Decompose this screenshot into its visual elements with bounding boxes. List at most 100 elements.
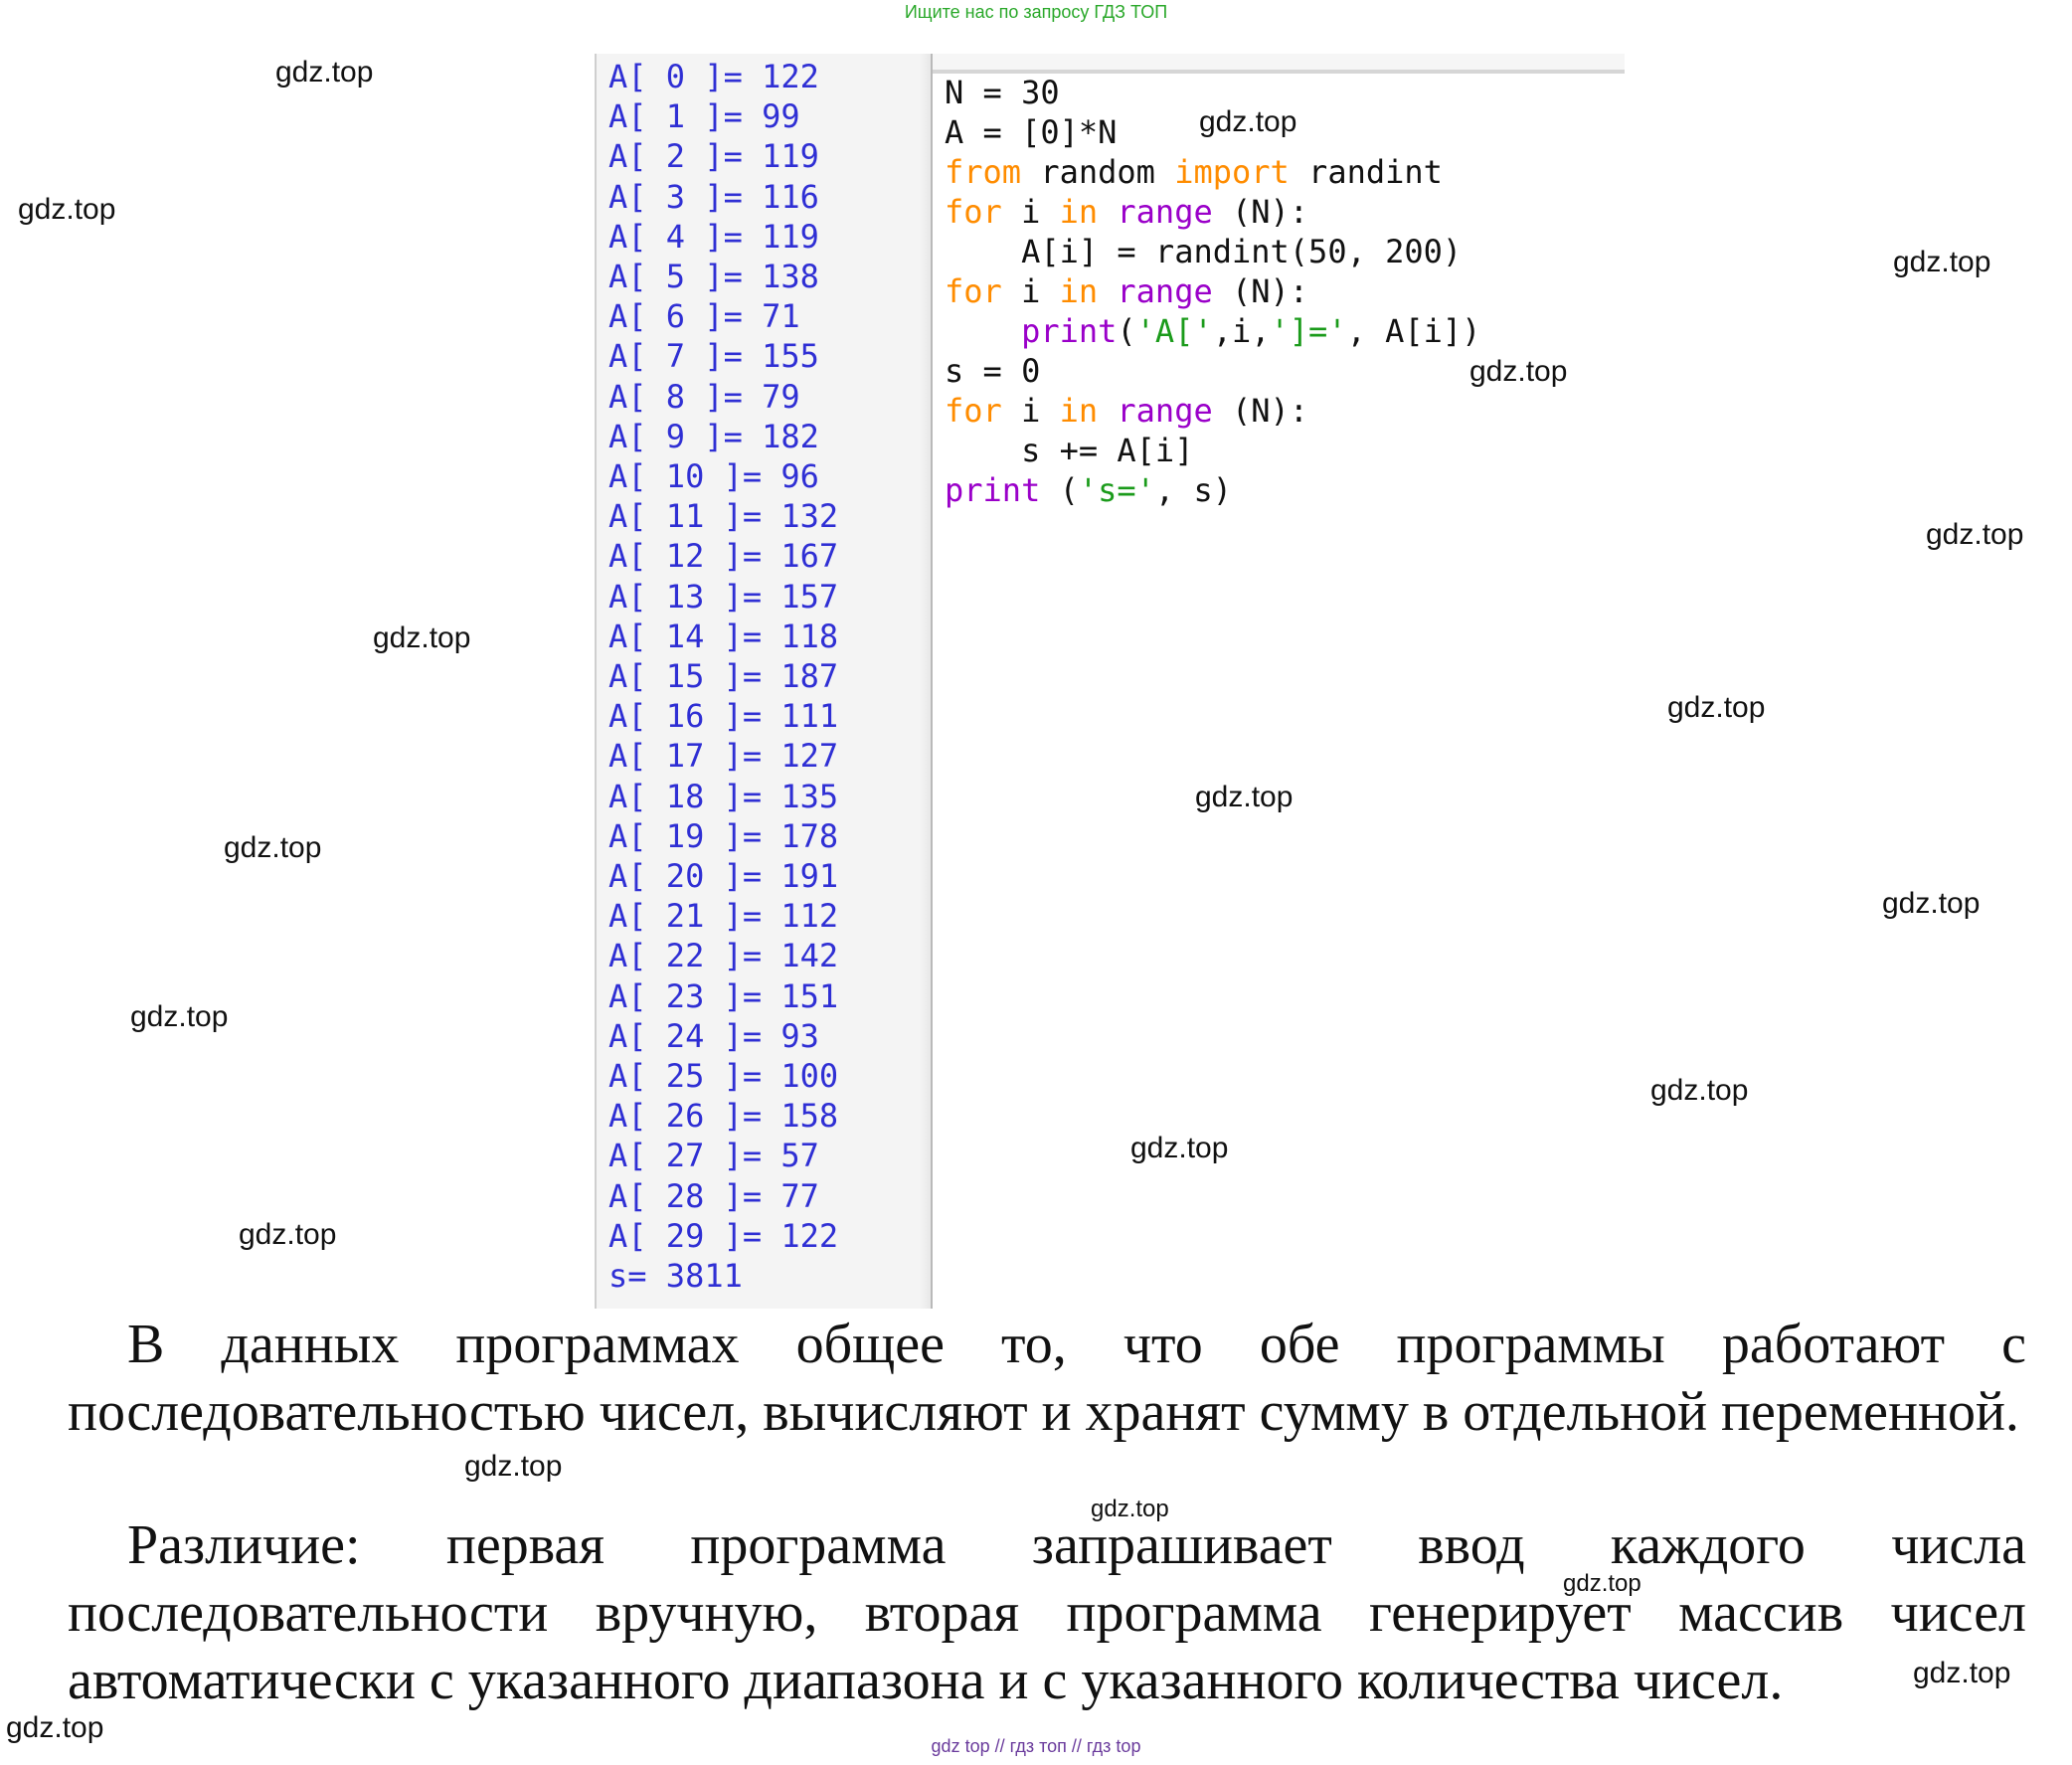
loop-rest: (N): xyxy=(1212,392,1309,430)
editor-menu-strip xyxy=(933,54,1625,74)
code-line-7: print('A[',i,']=', A[i]) xyxy=(945,312,1480,350)
watermark: gdz.top xyxy=(1195,781,1294,813)
builtin-print: print xyxy=(1021,312,1118,350)
code-line-3: from random import randint xyxy=(945,153,1443,191)
code-line-1: N = 30 xyxy=(945,74,1060,111)
punct: ( xyxy=(1117,312,1136,350)
output-line: A[ 29 ]= 122 xyxy=(608,1216,839,1255)
watermark: gdz.top xyxy=(130,1000,229,1033)
output-line: A[ 20 ]= 191 xyxy=(608,857,839,895)
footer-links[interactable]: gdz top // гдз топ // гдз top xyxy=(931,1736,1141,1756)
output-line: A[ 19 ]= 178 xyxy=(608,816,839,855)
watermark: gdz.top xyxy=(275,56,374,88)
code-line-11: print ('s=', s) xyxy=(945,471,1232,509)
space xyxy=(1098,193,1117,231)
space xyxy=(1098,272,1117,310)
code-editor-panel: N = 30 A = [0]*N from random import rand… xyxy=(931,54,1625,1309)
code-line-2: A = [0]*N xyxy=(945,113,1118,151)
keyword-in: in xyxy=(1059,392,1099,430)
output-line: A[ 5 ]= 138 xyxy=(608,258,819,295)
builtin-range: range xyxy=(1117,272,1213,310)
punct: , s) xyxy=(1154,471,1232,509)
output-line: A[ 0 ]= 122 xyxy=(608,58,819,95)
output-line: A[ 13 ]= 157 xyxy=(608,577,839,616)
watermark: gdz.top xyxy=(1469,355,1568,388)
keyword-in: in xyxy=(1059,272,1099,310)
output-line: A[ 9 ]= 182 xyxy=(608,417,819,455)
output-line: A[ 27 ]= 57 xyxy=(608,1137,819,1175)
top-banner[interactable]: Ищите нас по запросу ГДЗ ТОП xyxy=(904,2,1168,22)
import-name: randint xyxy=(1289,153,1443,191)
string-literal: ']=' xyxy=(1270,312,1347,350)
output-line: A[ 14 ]= 118 xyxy=(608,617,839,655)
watermark: gdz.top xyxy=(1650,1074,1749,1107)
watermark: gdz.top xyxy=(1893,246,1991,278)
output-line: A[ 26 ]= 158 xyxy=(608,1097,839,1136)
module-name: random xyxy=(1021,153,1175,191)
keyword-for: for xyxy=(945,392,1002,430)
loop-rest: (N): xyxy=(1212,193,1309,231)
output-line: A[ 1 ]= 99 xyxy=(608,97,800,136)
watermark: gdz.top xyxy=(1199,105,1297,138)
watermark: gdz.top xyxy=(1091,1496,1169,1522)
output-line: A[ 22 ]= 142 xyxy=(608,937,839,975)
watermark: gdz.top xyxy=(224,831,322,864)
output-line: A[ 25 ]= 100 xyxy=(608,1057,839,1095)
output-line: A[ 18 ]= 135 xyxy=(608,777,839,815)
output-line: A[ 10 ]= 96 xyxy=(608,457,819,495)
watermark: gdz.top xyxy=(18,193,116,226)
keyword-from: from xyxy=(945,153,1022,191)
output-line: A[ 28 ]= 77 xyxy=(608,1176,819,1215)
output-line: A[ 8 ]= 79 xyxy=(608,377,800,416)
builtin-print: print xyxy=(945,471,1041,509)
indent xyxy=(945,312,1021,350)
loop-var: i xyxy=(1001,193,1060,231)
code-line-6: for i in range (N): xyxy=(945,272,1308,310)
punct: ( xyxy=(1040,471,1079,509)
output-line: A[ 2 ]= 119 xyxy=(608,137,819,176)
watermark: gdz.top xyxy=(1563,1570,1641,1597)
output-line: A[ 12 ]= 167 xyxy=(608,537,839,576)
builtin-range: range xyxy=(1117,193,1213,231)
output-line: A[ 23 ]= 151 xyxy=(608,976,839,1015)
watermark: gdz.top xyxy=(464,1450,563,1483)
output-line: A[ 24 ]= 93 xyxy=(608,1016,819,1055)
output-line: A[ 4 ]= 119 xyxy=(608,217,819,256)
output-line: s= 3811 xyxy=(608,1257,743,1295)
code-line-9: for i in range (N): xyxy=(945,392,1308,430)
string-literal: 's=' xyxy=(1078,471,1155,509)
output-line: A[ 17 ]= 127 xyxy=(608,737,839,776)
watermark: gdz.top xyxy=(1913,1657,2011,1689)
output-line: A[ 11 ]= 132 xyxy=(608,497,839,536)
watermark: gdz.top xyxy=(239,1218,337,1251)
loop-var: i xyxy=(1001,272,1060,310)
watermark: gdz.top xyxy=(1667,691,1766,724)
string-literal: 'A[' xyxy=(1135,312,1213,350)
code-line-8: s = 0 xyxy=(945,352,1041,390)
watermark: gdz.top xyxy=(1882,887,1981,920)
punct: ,i, xyxy=(1212,312,1271,350)
output-line: A[ 6 ]= 71 xyxy=(608,297,800,336)
punct: , A[i]) xyxy=(1346,312,1481,350)
code-line-5: A[i] = randint(50, 200) xyxy=(945,233,1463,270)
output-line: A[ 16 ]= 111 xyxy=(608,697,839,736)
output-line: A[ 3 ]= 116 xyxy=(608,177,819,216)
keyword-for: for xyxy=(945,193,1002,231)
output-line: A[ 7 ]= 155 xyxy=(608,337,819,376)
watermark: gdz.top xyxy=(6,1711,104,1744)
watermark: gdz.top xyxy=(1926,518,2024,551)
code-line-10: s += A[i] xyxy=(945,432,1194,469)
keyword-import: import xyxy=(1174,153,1290,191)
paragraph-difference: Различие: первая программа запрашивает в… xyxy=(68,1514,2026,1711)
keyword-in: in xyxy=(1059,193,1099,231)
watermark: gdz.top xyxy=(1130,1132,1229,1164)
output-line: A[ 21 ]= 112 xyxy=(608,897,839,936)
loop-rest: (N): xyxy=(1212,272,1309,310)
keyword-for: for xyxy=(945,272,1002,310)
paragraph-common: В данных программах общее то, что обе пр… xyxy=(68,1314,2026,1443)
output-line: A[ 15 ]= 187 xyxy=(608,657,839,695)
loop-var: i xyxy=(1001,392,1060,430)
code-line-4: for i in range (N): xyxy=(945,193,1308,231)
space xyxy=(1098,392,1117,430)
